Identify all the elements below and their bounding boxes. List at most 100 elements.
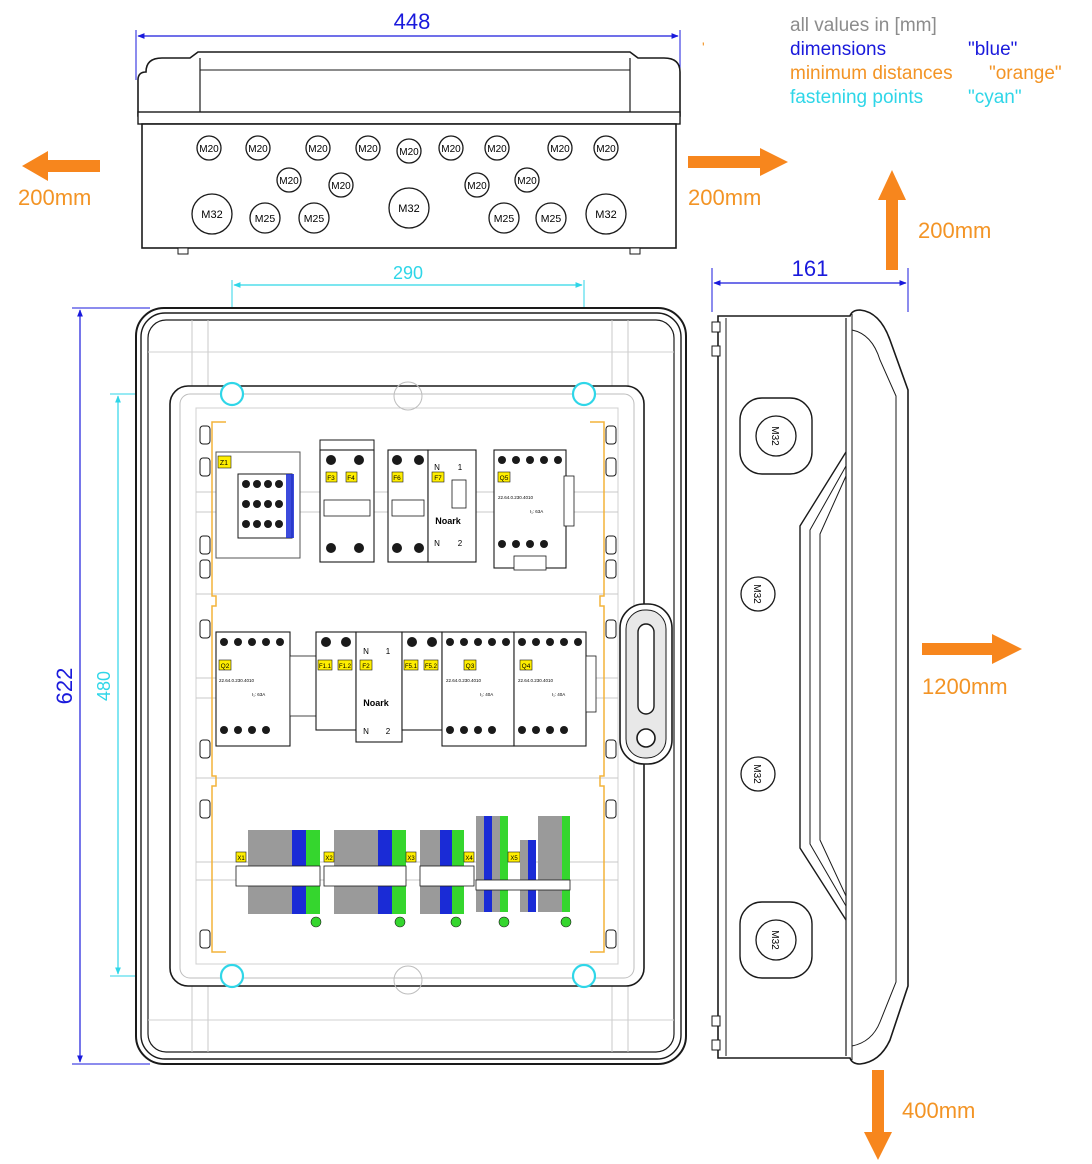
fuse-holders-f1: F1.1 F1.2 bbox=[315, 631, 357, 731]
svg-text:200mm: 200mm bbox=[688, 185, 761, 210]
min-distance-top: 200mm bbox=[878, 170, 991, 270]
contactor-q4: Q4 22.64.0.230.4010 I₁: 40A bbox=[513, 631, 587, 747]
fastening-point-top-left bbox=[219, 381, 245, 407]
cable-gland-m25: M25 bbox=[298, 202, 330, 234]
svg-text:M25: M25 bbox=[494, 213, 515, 225]
depth-dimension-label: 161 bbox=[792, 256, 829, 281]
legend-header: all values in [mm] bbox=[790, 15, 937, 36]
svg-text:Q5: Q5 bbox=[500, 475, 509, 482]
cable-gland-m20: M20 bbox=[547, 135, 573, 161]
cable-gland-m32: M32 bbox=[191, 193, 233, 235]
svg-text:F4: F4 bbox=[347, 475, 355, 482]
svg-text:I₁: 40A: I₁: 40A bbox=[480, 692, 493, 697]
surge-protector-z1: Z1 bbox=[215, 451, 301, 559]
legend-dimensions: dimensions "blue" bbox=[790, 39, 1018, 60]
breaker-f3-f4: F3 F4 bbox=[319, 439, 375, 563]
svg-text:M25: M25 bbox=[304, 213, 325, 225]
mounting-frame-left bbox=[211, 421, 226, 953]
svg-text:Q3: Q3 bbox=[466, 663, 475, 670]
contactor-q5: Q5 22.64.0.230.4010 I₁: 63A bbox=[493, 449, 567, 571]
svg-text:X4: X4 bbox=[465, 856, 473, 862]
top-lid bbox=[137, 51, 681, 117]
svg-text:F5.1: F5.1 bbox=[405, 664, 418, 670]
svg-text:Q2: Q2 bbox=[221, 663, 230, 670]
mounting-frame-right bbox=[590, 421, 605, 953]
svg-text:F5.2: F5.2 bbox=[425, 664, 438, 670]
svg-text:1200mm: 1200mm bbox=[922, 674, 1008, 699]
svg-text:X5: X5 bbox=[510, 856, 518, 862]
svg-text:N: N bbox=[363, 647, 369, 656]
svg-text:M20: M20 bbox=[441, 144, 461, 155]
fastening-horizontal-label: 290 bbox=[393, 263, 423, 283]
svg-text:M20: M20 bbox=[358, 144, 378, 155]
svg-text:I₁: 63A: I₁: 63A bbox=[530, 509, 543, 514]
svg-text:M20: M20 bbox=[399, 147, 419, 158]
svg-text:M32: M32 bbox=[751, 584, 762, 604]
svg-text:M32: M32 bbox=[201, 209, 222, 221]
svg-text:F1.1: F1.1 bbox=[319, 664, 332, 670]
cable-gland-m32: M32 bbox=[585, 193, 627, 235]
min-distance-right: 200mm bbox=[688, 148, 788, 210]
terminal-block-x1: X1 bbox=[235, 830, 322, 928]
svg-text:Noark: Noark bbox=[435, 516, 462, 526]
svg-text:N: N bbox=[434, 539, 440, 548]
fastening-point-top-right bbox=[571, 381, 597, 407]
side-view: 161 M32 M32 bbox=[711, 256, 909, 1065]
side-gland-m32: M32 bbox=[740, 756, 776, 792]
contactor-q3: Q3 22.64.0.230.4010 I₁: 40A bbox=[441, 631, 515, 747]
cable-gland-m25: M25 bbox=[535, 202, 567, 234]
svg-text:1: 1 bbox=[458, 463, 463, 472]
svg-text:M25: M25 bbox=[255, 213, 276, 225]
svg-text:M32: M32 bbox=[595, 209, 616, 221]
fuse-holders-f5: F5.1 F5.2 bbox=[401, 631, 443, 731]
cable-gland-m20: M20 bbox=[514, 167, 540, 193]
cable-gland-m20: M20 bbox=[484, 135, 510, 161]
svg-text:N: N bbox=[363, 727, 369, 736]
svg-text:M20: M20 bbox=[199, 144, 219, 155]
cable-gland-m20: M20 bbox=[328, 172, 354, 198]
cable-gland-m25: M25 bbox=[249, 202, 281, 234]
svg-text:2: 2 bbox=[458, 539, 463, 548]
min-distance-left: 200mm bbox=[18, 151, 100, 210]
svg-text:M20: M20 bbox=[487, 144, 507, 155]
svg-text:200mm: 200mm bbox=[918, 218, 991, 243]
cable-gland-m20: M20 bbox=[276, 167, 302, 193]
svg-text:Noark: Noark bbox=[363, 698, 390, 708]
svg-text:N: N bbox=[434, 463, 440, 472]
svg-text:M20: M20 bbox=[279, 176, 299, 187]
cable-gland-m32: M32 bbox=[388, 187, 430, 229]
rcd-f2: F2 N 1 Noark N 2 bbox=[355, 631, 403, 743]
fastening-vertical-label: 480 bbox=[94, 671, 114, 701]
svg-text:M20: M20 bbox=[550, 144, 570, 155]
rcd-f7: F7 N 1 Noark N 2 bbox=[427, 449, 477, 563]
svg-text:F2: F2 bbox=[362, 663, 370, 670]
svg-text:F3: F3 bbox=[327, 475, 335, 482]
svg-text:M32: M32 bbox=[769, 930, 780, 950]
width-dimension-label: 448 bbox=[394, 9, 431, 34]
svg-text:1: 1 bbox=[386, 647, 391, 656]
svg-text:22.64.0.230.4010: 22.64.0.230.4010 bbox=[219, 678, 255, 683]
svg-text:400mm: 400mm bbox=[902, 1098, 975, 1123]
terminal-block-x2: X2 bbox=[323, 830, 407, 928]
svg-text:M32: M32 bbox=[398, 203, 419, 215]
top-view: 448 ' M20 M20 M20 M20 bbox=[135, 9, 705, 255]
front-view: 622 290 480 bbox=[52, 263, 687, 1065]
svg-text:22.64.0.230.4010: 22.64.0.230.4010 bbox=[446, 678, 482, 683]
side-body bbox=[717, 309, 909, 1065]
svg-text:M20: M20 bbox=[248, 144, 268, 155]
svg-text:F1.2: F1.2 bbox=[339, 664, 352, 670]
legend: all values in [mm] dimensions "blue" min… bbox=[790, 14, 1062, 110]
cable-gland-m25: M25 bbox=[488, 202, 520, 234]
svg-text:M20: M20 bbox=[596, 144, 616, 155]
svg-text:X2: X2 bbox=[325, 856, 333, 862]
svg-text:M32: M32 bbox=[751, 764, 762, 784]
cable-gland-m20: M20 bbox=[245, 135, 271, 161]
svg-text:I₁: 63A: I₁: 63A bbox=[252, 692, 265, 697]
cable-gland-m20: M20 bbox=[464, 172, 490, 198]
cable-gland-m20: M20 bbox=[593, 135, 619, 161]
svg-text:': ' bbox=[702, 39, 705, 55]
cable-gland-m20: M20 bbox=[355, 135, 381, 161]
height-dimension-label: 622 bbox=[52, 668, 77, 705]
